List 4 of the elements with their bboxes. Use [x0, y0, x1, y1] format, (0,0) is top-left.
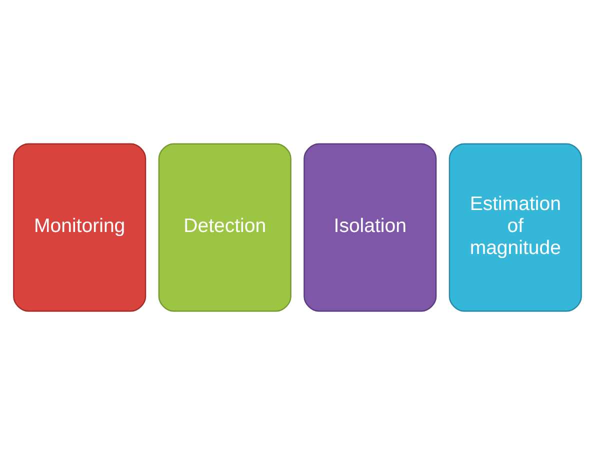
node-box: Detection [158, 143, 292, 312]
node-box: Estimation of magnitude [448, 143, 582, 312]
node-box: Monitoring [13, 143, 146, 312]
node-box: Isolation [304, 143, 437, 312]
